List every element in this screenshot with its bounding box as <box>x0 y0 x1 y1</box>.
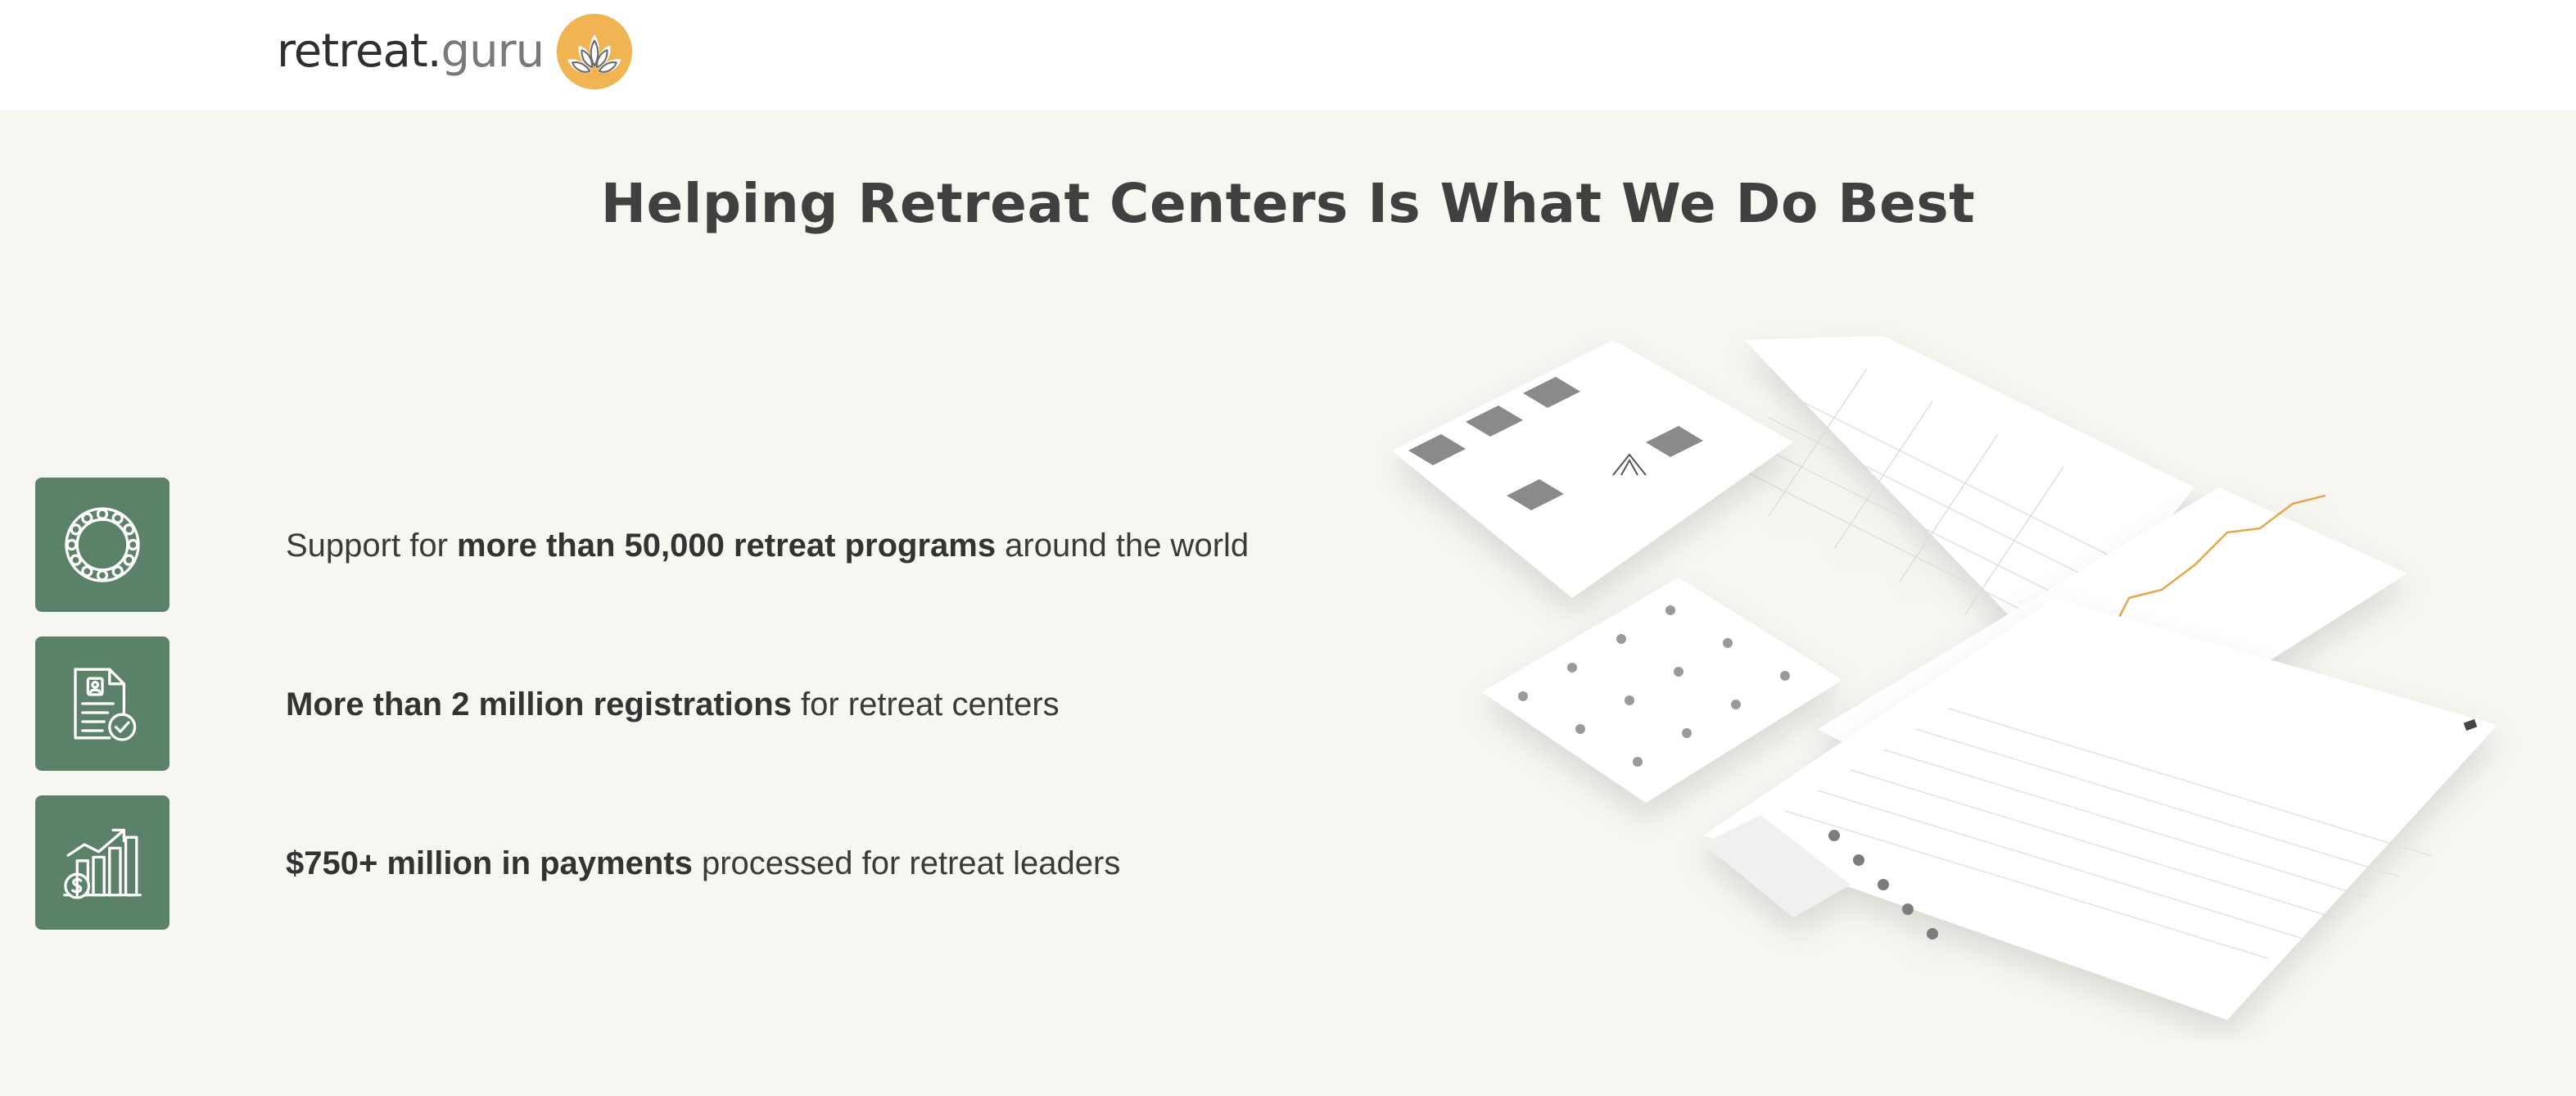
document-check-icon <box>74 668 137 741</box>
feature-text-programs: Support for more than 50,000 retreat pro… <box>286 528 1250 564</box>
feature-text-payments: $750+ million in payments processed for … <box>286 845 1121 881</box>
feature-icon-programs <box>35 478 169 612</box>
product-screenshots-illustration <box>1392 336 2497 1020</box>
site-header: retreat.guru <box>0 0 2576 110</box>
feature-text-registrations: More than 2 million registrations for re… <box>286 686 1060 722</box>
lotus-sun-icon <box>557 13 633 90</box>
page-title: Helping Retreat Centers Is What We Do Be… <box>600 172 1976 235</box>
circle-ring-icon <box>65 507 140 582</box>
logo-wordmark: retreat.guru <box>277 25 545 78</box>
growth-chart-dollar-icon <box>63 828 142 899</box>
feature-icon-registrations <box>35 636 169 771</box>
logo[interactable]: retreat.guru <box>277 7 634 97</box>
feature-icon-payments <box>35 795 169 930</box>
